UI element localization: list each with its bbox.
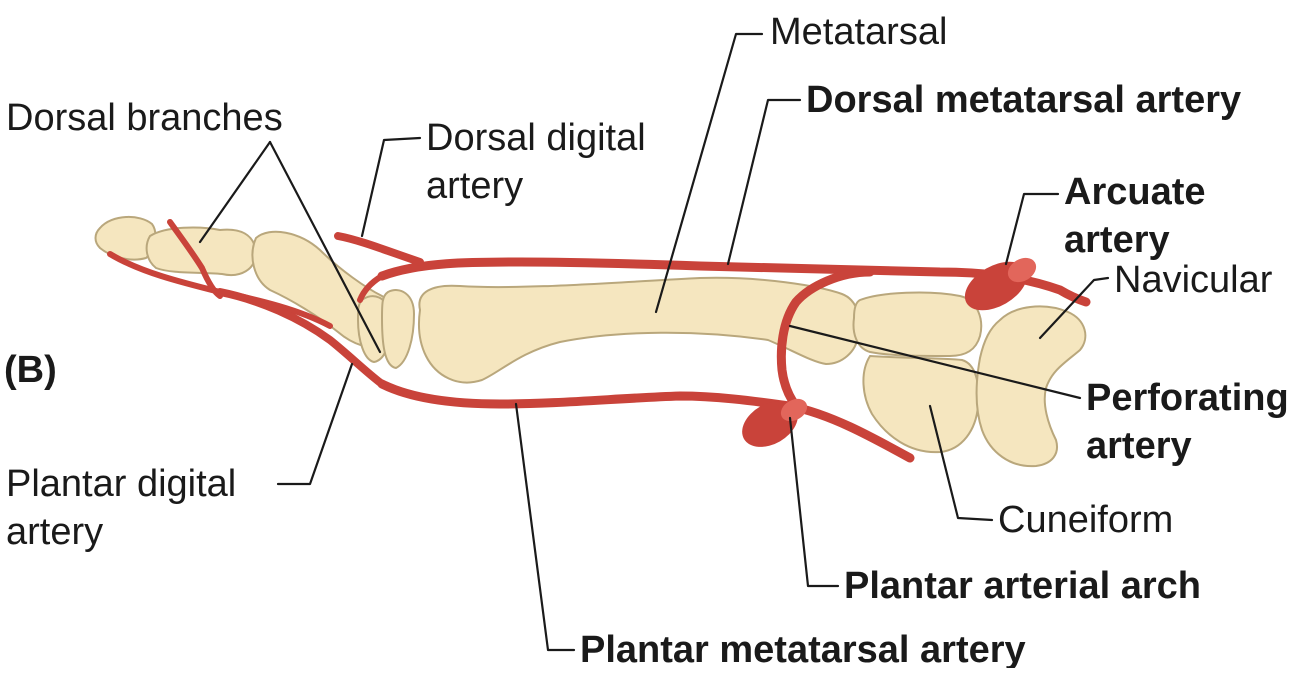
label-arcuate-artery-line2: artery (1064, 219, 1170, 261)
plantar-metatarsal-artery-vessel (382, 384, 910, 458)
leader-dorsal-digital-artery (362, 138, 420, 236)
label-dorsal-digital-artery-line2: artery (426, 165, 523, 207)
panel-letter: (B) (4, 349, 57, 391)
leader-plantar-metatarsal-artery (516, 404, 574, 650)
bones (96, 217, 1086, 466)
leader-plantar-arterial-arch (790, 418, 838, 586)
metatarsal-bone (419, 278, 860, 383)
label-plantar-metatarsal-artery: Plantar metatarsal artery (580, 629, 1026, 668)
leader-plantar-digital-artery (278, 364, 352, 484)
label-dorsal-metatarsal-artery: Dorsal metatarsal artery (806, 79, 1241, 121)
leader-arcuate-artery (1006, 194, 1058, 264)
label-metatarsal: Metatarsal (770, 11, 947, 53)
leader-dorsal-branches-1 (200, 142, 270, 242)
dorsal-digital-artery-vessel (338, 236, 420, 262)
label-plantar-arterial-arch: Plantar arterial arch (844, 565, 1201, 607)
label-plantar-digital-artery-line1: Plantar digital (6, 463, 236, 505)
labels: Dorsal branches Dorsal digital artery Me… (4, 11, 1289, 668)
label-perforating-artery-line2: artery (1086, 425, 1192, 467)
label-navicular: Navicular (1114, 259, 1273, 301)
label-cuneiform: Cuneiform (998, 499, 1173, 541)
label-perforating-artery-line1: Perforating (1086, 377, 1289, 419)
leader-dorsal-metatarsal-artery (728, 100, 800, 264)
label-dorsal-digital-artery-line1: Dorsal digital (426, 117, 646, 159)
label-dorsal-branches: Dorsal branches (6, 97, 283, 139)
sesamoid-bone-2 (382, 290, 414, 368)
label-plantar-digital-artery-line2: artery (6, 511, 103, 553)
label-arcuate-artery-line1: Arcuate (1064, 171, 1206, 213)
